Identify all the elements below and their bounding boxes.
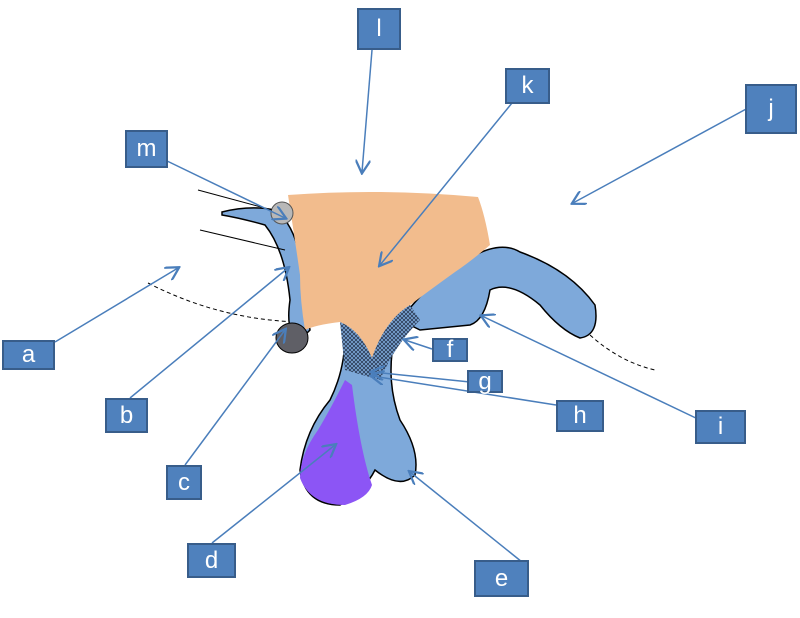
arrow-c (184, 330, 285, 466)
thin-line-1 (197, 189, 273, 211)
label-a: a (2, 340, 55, 370)
mesh-region-f (340, 305, 420, 380)
arrow-a (54, 268, 178, 343)
arrow-b (129, 268, 288, 399)
arrow-j (573, 107, 749, 203)
orange-region (288, 191, 490, 358)
arrow-l (362, 49, 373, 172)
label-l: l (357, 8, 401, 50)
arrow-i (482, 316, 701, 421)
arrow-m (164, 159, 285, 218)
dashed-line-right (589, 334, 656, 371)
dashed-line-left (147, 282, 301, 323)
label-b: b (105, 398, 148, 433)
label-i: i (695, 410, 746, 444)
arrow-f (405, 340, 433, 349)
label-k: k (505, 68, 550, 104)
label-h: h (556, 400, 604, 432)
label-j: j (745, 84, 797, 134)
purple-region (300, 380, 372, 505)
label-e: e (474, 560, 529, 597)
arrow-g (372, 372, 471, 383)
arrow-d (211, 445, 335, 544)
arrow-e (410, 472, 523, 563)
label-c: c (166, 465, 202, 500)
arrow-h (372, 376, 557, 406)
label-d: d (187, 543, 236, 578)
thin-line-2 (199, 229, 286, 251)
label-f: f (432, 336, 468, 363)
label-m: m (125, 130, 168, 168)
arrow-k (380, 102, 513, 265)
dark-blob (275, 322, 309, 354)
label-g: g (467, 368, 503, 395)
